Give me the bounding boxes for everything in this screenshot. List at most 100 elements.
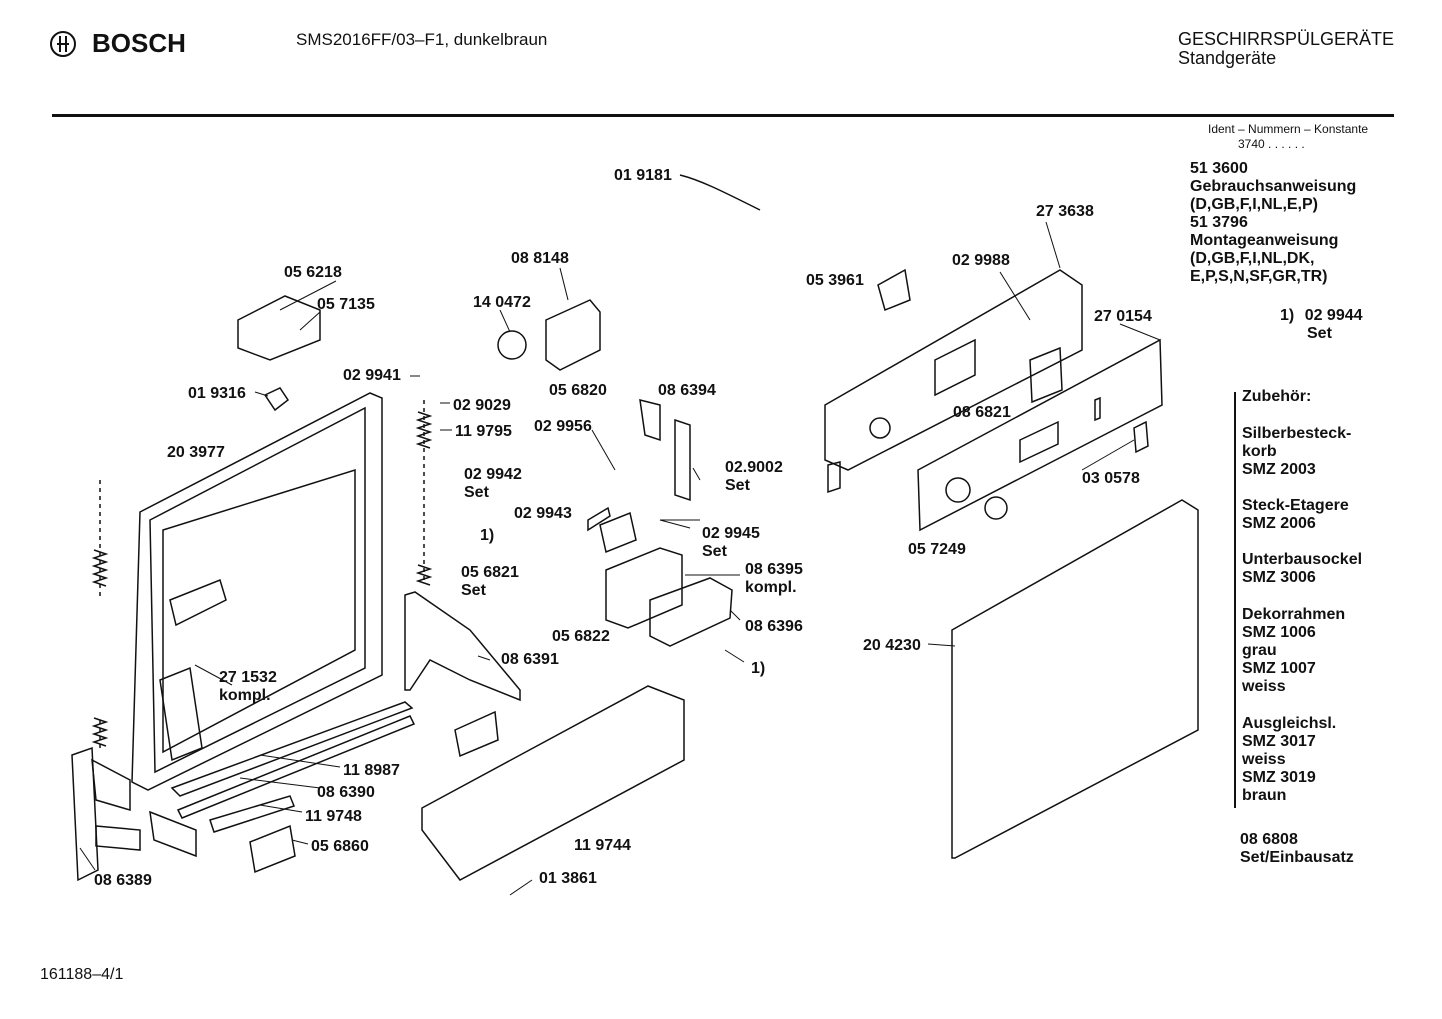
panel-cutout xyxy=(934,338,976,397)
upper-hinge-part xyxy=(237,295,321,361)
ident-value: 3740 . . . . . . xyxy=(1238,137,1305,151)
bottom-rail-2 xyxy=(176,715,416,819)
accessory-group: Unterbausockel SMZ 3006 xyxy=(1242,551,1362,587)
footnote-suffix: Set xyxy=(1307,325,1332,342)
accessory-line: SMZ 3006 xyxy=(1242,569,1316,586)
part-label: 20 4230 xyxy=(863,637,921,654)
part-label: 01 3861 xyxy=(539,870,597,887)
accessory-line: SMZ 3017 xyxy=(1242,733,1316,750)
part-label: 27 3638 xyxy=(1036,203,1094,220)
button-030578 xyxy=(1133,420,1149,454)
ident-label: Ident – Nummern – Konstante xyxy=(1208,122,1369,136)
part-label: 08 6396 xyxy=(745,618,803,635)
footnote-marker: 1) xyxy=(1280,307,1295,324)
accessory-line: SMZ 1006 xyxy=(1242,624,1316,641)
part-label: 27 0154 xyxy=(1094,308,1152,325)
hinge-plate xyxy=(149,810,197,858)
foot-block xyxy=(454,710,499,758)
knob xyxy=(984,496,1008,520)
bracket-086394 xyxy=(674,418,691,502)
front-door-panel xyxy=(951,499,1199,859)
bracket-053961 xyxy=(877,268,911,312)
part-label: 11 8987 xyxy=(343,762,400,779)
fascia-knob-hole xyxy=(945,477,971,503)
part-label: 08 6395 xyxy=(745,561,803,578)
part-label: 05 3961 xyxy=(806,272,864,289)
part-label: 05 7135 xyxy=(317,296,375,313)
door-inner-frame xyxy=(149,406,366,774)
timer-unit xyxy=(545,299,601,371)
part-label: 05 6821 xyxy=(461,564,519,581)
accessory-group: Steck-Etagere SMZ 2006 xyxy=(1242,497,1349,533)
part-label: 02 9988 xyxy=(952,252,1010,269)
part-label: 05 7249 xyxy=(908,541,966,558)
brand: BOSCH xyxy=(50,28,186,59)
switch-086821 xyxy=(1029,346,1063,404)
dispenser-lid xyxy=(599,511,637,554)
detergent-dispenser xyxy=(605,547,683,629)
accessory-group: Dekorrahmen SMZ 1006 grau SMZ 1007 weiss xyxy=(1242,606,1345,696)
door-outer-frame xyxy=(131,392,383,791)
accessory-line: braun xyxy=(1242,787,1287,804)
part-label: 02 9029 xyxy=(453,397,511,414)
part-label: 03 0578 xyxy=(1082,470,1140,487)
timer-knob-disk xyxy=(497,330,527,360)
doc-line: Gebrauchsanweisung xyxy=(1190,178,1357,195)
lid-spring xyxy=(587,506,611,532)
spring-coil-lower xyxy=(91,717,109,747)
part-label: 02 9945 xyxy=(702,525,760,542)
accessory-line: weiss xyxy=(1242,751,1286,768)
door-inner-panel xyxy=(162,468,356,754)
doc-line: E,P,S,N,SF,GR,TR) xyxy=(1190,268,1328,285)
hinge-foot xyxy=(95,825,141,851)
part-label: 08 6389 xyxy=(94,872,152,889)
leader-lines xyxy=(79,221,1161,896)
drawing-reference: 161188–4/1 xyxy=(40,966,124,983)
accessory-set-part: 08 6808 xyxy=(1240,831,1298,848)
cable xyxy=(679,174,761,211)
accessories-bar xyxy=(1234,392,1236,808)
accessory-line: Dekorrahmen xyxy=(1242,606,1346,623)
accessory-set-label: Set/Einbausatz xyxy=(1240,849,1354,866)
part-label: Set xyxy=(461,582,487,599)
accessory-line: weiss xyxy=(1242,678,1286,695)
doc-line: 51 3600 xyxy=(1190,160,1248,177)
door-seal-strip xyxy=(159,666,203,762)
accessory-group: Ausgleichsl. SMZ 3017 weiss SMZ 3019 bra… xyxy=(1242,715,1336,805)
fascia-display-window xyxy=(1019,420,1059,464)
panel-tab xyxy=(827,461,841,494)
foot-block-2 xyxy=(249,824,296,874)
hinge-arm xyxy=(91,758,131,812)
product-category: GESCHIRRSPÜLGERÄTE Standgeräte xyxy=(1178,30,1394,68)
accessories-title: Zubehör: xyxy=(1242,388,1312,405)
bottom-rail xyxy=(170,701,414,797)
kick-plate xyxy=(421,685,685,881)
documents-list: 51 3600 Gebrauchsanweisung (D,GB,F,I,NL,… xyxy=(1190,160,1356,286)
header-rule xyxy=(52,114,1394,117)
accessory-line: SMZ 2003 xyxy=(1242,461,1316,478)
right-hinge-bracket xyxy=(404,591,521,702)
clip-part xyxy=(263,387,290,412)
footnote-part: 02 9944 xyxy=(1304,307,1363,324)
part-label: Set xyxy=(464,484,490,501)
part-label: 02.9002 xyxy=(725,459,783,476)
part-label: 1) xyxy=(480,527,494,544)
part-label: 02 9942 xyxy=(464,466,522,483)
part-label: 01 9316 xyxy=(188,385,246,402)
doc-line: (D,GB,F,I,NL,DK, xyxy=(1190,250,1315,267)
part-label: 02 9943 xyxy=(514,505,572,522)
part-label: kompl. xyxy=(745,579,797,596)
control-fascia xyxy=(917,338,1163,532)
part-label: kompl. xyxy=(219,687,271,704)
control-panel-frame xyxy=(824,269,1083,471)
spring-coil-right-lower xyxy=(415,564,433,586)
drawing-lines xyxy=(71,174,1199,882)
accessory-set: 08 6808 Set/Einbausatz xyxy=(1240,831,1354,867)
accessory-line: Silberbesteck- xyxy=(1242,425,1352,442)
spring-coil-right xyxy=(415,411,433,449)
bosch-logo-icon xyxy=(50,30,76,57)
part-label: Set xyxy=(702,543,728,560)
part-label: 20 3977 xyxy=(167,444,225,461)
part-label: 02 9941 xyxy=(343,367,401,384)
